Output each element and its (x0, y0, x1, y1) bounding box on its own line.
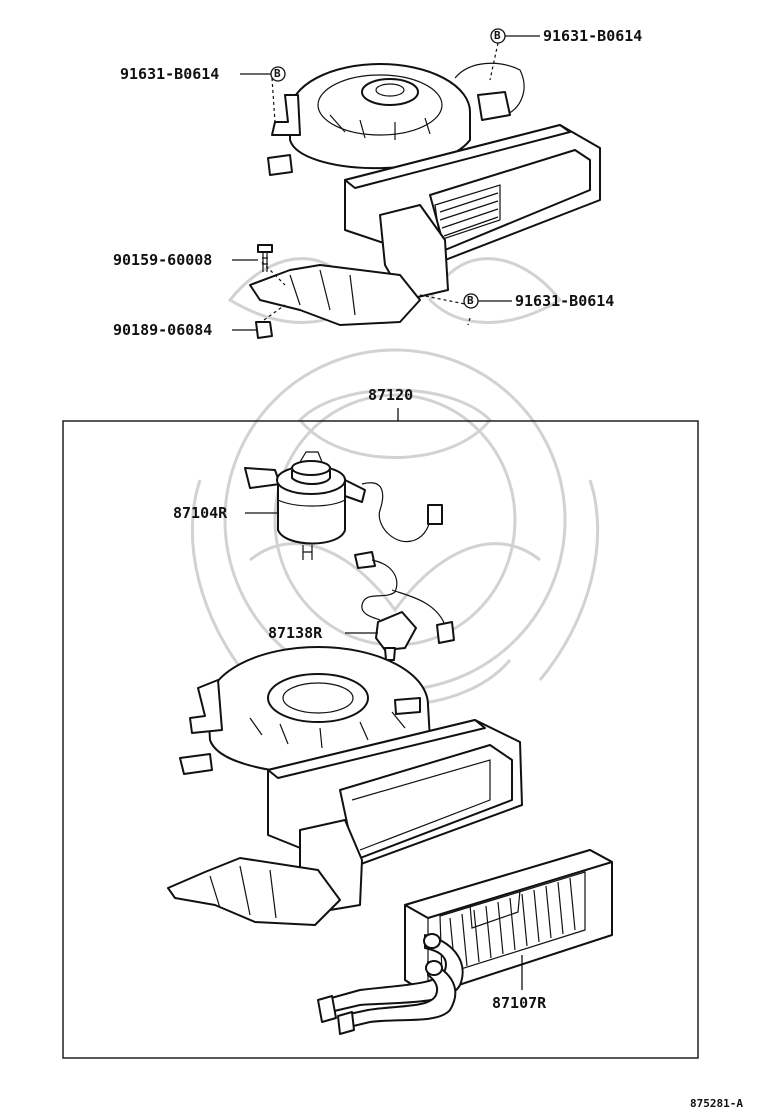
callout-motor: 87104R (173, 504, 228, 522)
callout-screw: 90159-60008 (113, 251, 213, 269)
callout-top-left-clip: 91631-B0614 (120, 65, 220, 83)
assembly-box (62, 408, 699, 1059)
callout-heater-core: 87107R (492, 994, 547, 1012)
clip-symbols (270, 28, 506, 309)
blower-motor (244, 451, 443, 560)
callout-right-clip: 91631-B0614 (515, 292, 615, 310)
top-leader-lines (232, 35, 540, 331)
resistor (354, 551, 455, 661)
clip-symbol-right: B (467, 294, 474, 307)
figure-reference: 875281-A (690, 1097, 743, 1110)
assembly-leader-lines (245, 512, 523, 990)
callout-assembly: 87120 (368, 386, 414, 404)
callout-top-right-clip: 91631-B0614 (543, 27, 643, 45)
top-blower-assembly (249, 62, 601, 339)
callout-resistor: 87138R (268, 624, 323, 642)
callout-nut: 90189-06084 (113, 321, 213, 339)
clip-symbol-top-left: B (274, 67, 281, 80)
heater-core (317, 849, 613, 1035)
lower-blower-housing (167, 646, 523, 926)
clip-symbol-top-right: B (494, 29, 501, 42)
